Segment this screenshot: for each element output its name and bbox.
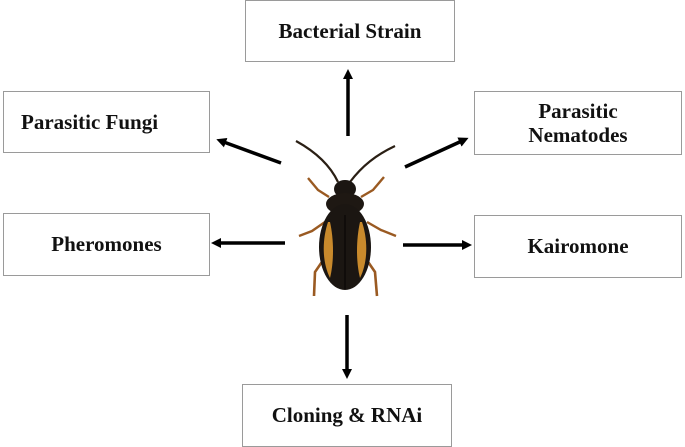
node-label: Parasitic Nematodes bbox=[528, 98, 628, 147]
node-label: Pheromones bbox=[51, 232, 162, 257]
node-label: Parasitic Fungi bbox=[21, 109, 159, 134]
arrow-to-parasitic-nematodes bbox=[404, 137, 469, 169]
node-label: Bacterial Strain bbox=[278, 18, 422, 43]
node-cloning-rnai: Cloning & RNAi bbox=[242, 384, 452, 447]
node-pheromones: Pheromones bbox=[3, 213, 210, 276]
node-parasitic-nematodes: Parasitic Nematodes bbox=[474, 91, 682, 155]
node-bacterial-strain: Bacterial Strain bbox=[245, 0, 455, 62]
beetle-image bbox=[295, 140, 397, 297]
node-kairomone: Kairomone bbox=[474, 215, 682, 278]
node-parasitic-fungi: Parasitic Fungi bbox=[3, 91, 210, 153]
node-label: Kairomone bbox=[527, 234, 629, 259]
node-label: Cloning & RNAi bbox=[271, 403, 423, 428]
arrow-to-parasitic-fungi bbox=[216, 138, 282, 165]
